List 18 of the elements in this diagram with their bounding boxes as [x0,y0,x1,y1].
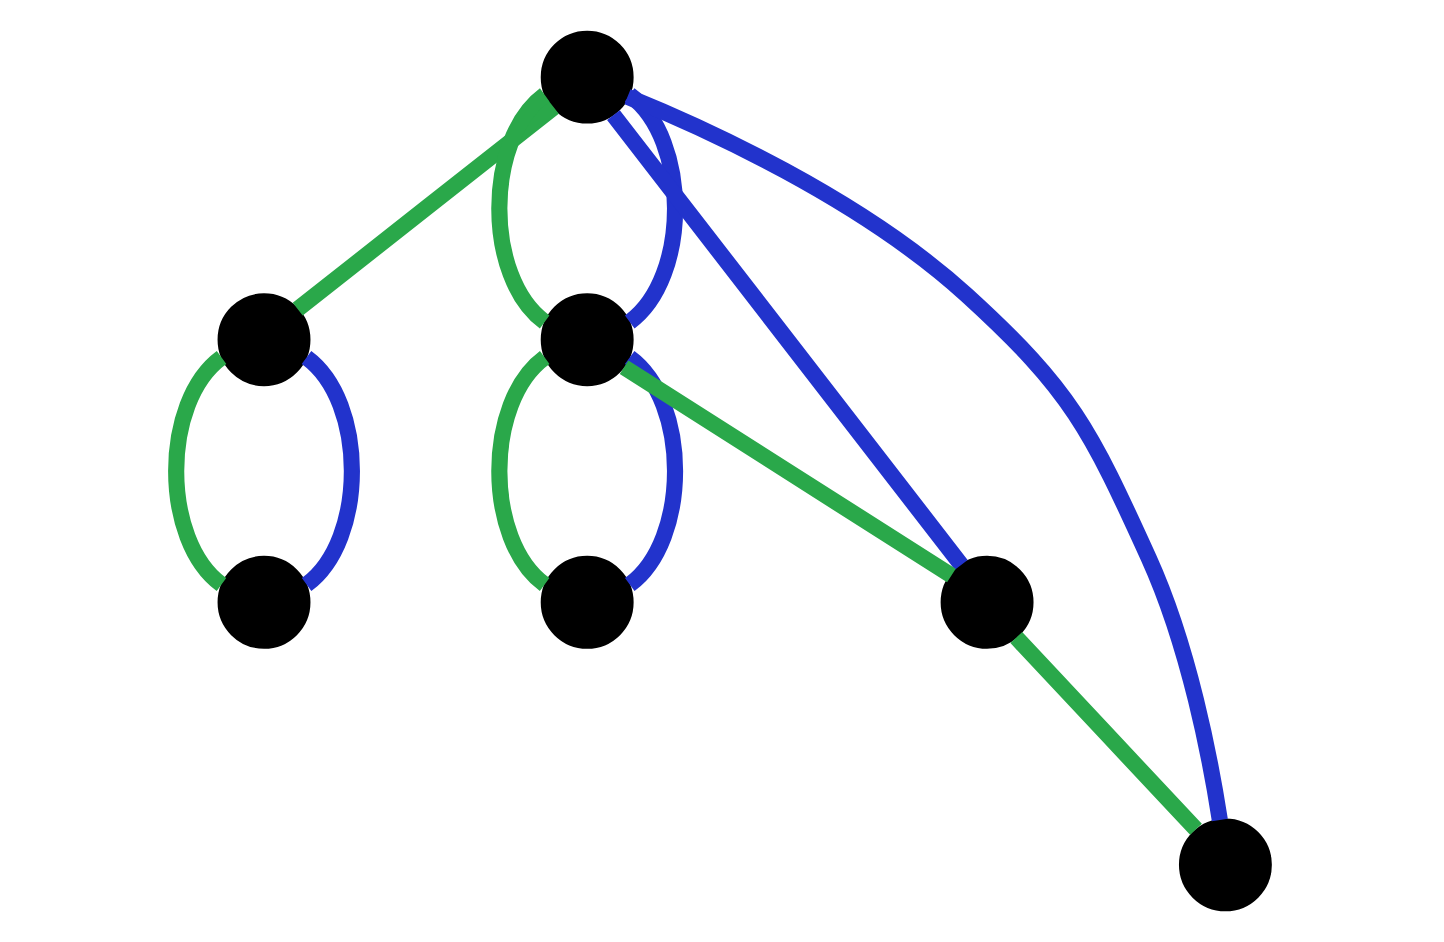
node-circle [216,555,310,649]
connector [606,110,967,570]
connector [490,351,550,591]
connector [618,360,955,583]
connector [623,351,683,591]
connector [300,351,359,591]
node-circle [939,555,1033,649]
node-circle [1177,818,1271,912]
node-circle [539,30,633,124]
connector [623,89,1227,822]
node-circle [539,555,633,649]
connector [490,88,550,328]
connector [167,351,227,591]
connector [1009,632,1201,835]
node-circle [539,293,633,387]
connector [291,101,558,316]
node-circle [216,293,310,387]
connector [623,88,683,328]
